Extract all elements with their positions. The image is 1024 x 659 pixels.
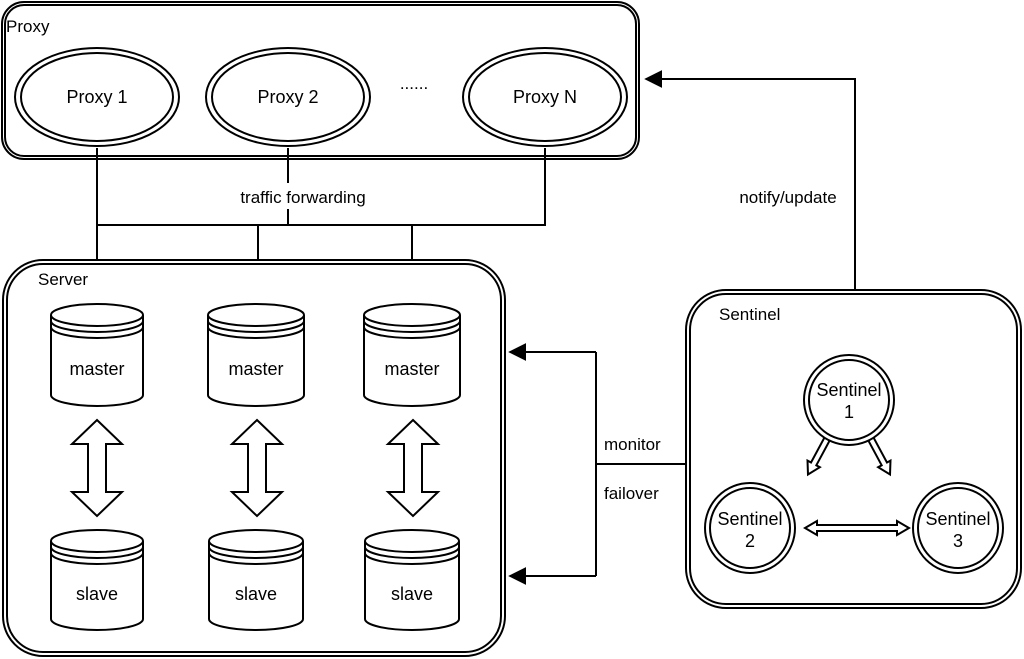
slave-db-label: slave	[235, 584, 277, 604]
sentinel-link-2-3	[803, 519, 911, 537]
slave-db-label: slave	[391, 584, 433, 604]
slave-db-3[interactable]: slave	[364, 529, 460, 631]
proxy-node-1[interactable]: Proxy 1	[14, 47, 180, 147]
sentinel-node-2[interactable]: Sentinel 2	[704, 482, 796, 574]
proxy-node-n[interactable]: Proxy N	[462, 47, 628, 147]
replication-arrow-1	[69, 418, 125, 518]
master-db-label: master	[69, 359, 124, 379]
sentinel-node-3[interactable]: Sentinel 3	[912, 482, 1004, 574]
traffic-forwarding-label: traffic forwarding	[240, 188, 365, 207]
master-db-1[interactable]: master	[50, 303, 144, 407]
notify-update-edge: notify/update	[644, 70, 856, 290]
sentinel-node-number: 3	[953, 531, 963, 551]
slave-db-1[interactable]: slave	[50, 529, 144, 631]
master-db-label: master	[228, 359, 283, 379]
sentinel-node-1[interactable]: Sentinel 1	[803, 354, 895, 446]
replication-arrow-3	[385, 418, 441, 518]
proxy-node-label: Proxy N	[513, 87, 577, 107]
sentinel-group-title: Sentinel	[719, 305, 780, 324]
proxy-group: Proxy Proxy 1 Proxy 2 ...... Proxy N	[1, 1, 640, 160]
sentinel-group: Sentinel Sentinel 1 Sentinel 2 Sentinel	[685, 289, 1022, 609]
proxy-node-label: Proxy 2	[257, 87, 318, 107]
proxy-ellipsis: ......	[400, 74, 428, 93]
failover-label: failover	[604, 484, 659, 503]
server-group-title: Server	[38, 270, 88, 289]
notify-update-label: notify/update	[739, 188, 836, 207]
sentinel-node-number: 2	[745, 531, 755, 551]
monitor-label: monitor	[604, 435, 661, 454]
proxy-node-2[interactable]: Proxy 2	[205, 47, 371, 147]
traffic-forwarding-edges: traffic forwarding	[88, 148, 546, 309]
master-db-3[interactable]: master	[363, 303, 461, 407]
monitor-failover-edge: monitor failover	[508, 343, 686, 585]
sentinel-node-number: 1	[844, 402, 854, 422]
slave-db-label: slave	[76, 584, 118, 604]
sentinel-node-label: Sentinel	[717, 509, 782, 529]
sentinel-node-label: Sentinel	[816, 380, 881, 400]
master-db-2[interactable]: master	[207, 303, 305, 407]
master-db-label: master	[384, 359, 439, 379]
proxy-group-title: Proxy	[6, 17, 50, 36]
slave-db-2[interactable]: slave	[208, 529, 304, 631]
server-group: Server master master master	[2, 259, 506, 657]
replication-arrow-2	[229, 418, 285, 518]
sentinel-node-label: Sentinel	[925, 509, 990, 529]
proxy-node-label: Proxy 1	[66, 87, 127, 107]
